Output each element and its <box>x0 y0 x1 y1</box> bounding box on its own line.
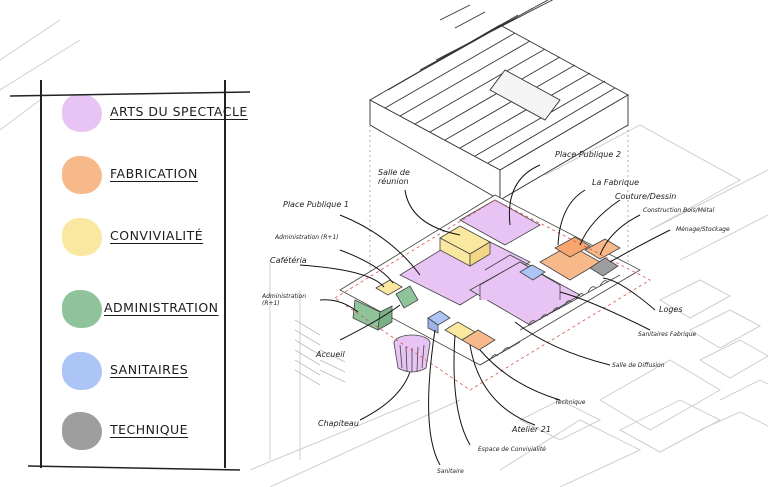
legend-item-arts-du-spectacle: ARTS DU SPECTACLE <box>42 94 247 134</box>
label-la-fabrique: La Fabrique <box>592 178 640 187</box>
legend-swatch-arts <box>62 94 102 132</box>
legend-label-technique: TECHNIQUE <box>110 422 189 437</box>
background-context-lines <box>0 19 768 487</box>
legend-label-fabrication: FABRICATION <box>110 166 198 181</box>
label-loges: Loges <box>659 305 683 314</box>
legend-label-administration: ADMINISTRATION <box>104 300 219 315</box>
ground-floor <box>294 194 641 386</box>
label-place-publique-1: Place Publique 1 <box>283 200 349 209</box>
leader-lines <box>299 164 671 466</box>
legend-swatch-fabrication <box>62 156 102 194</box>
legend-label-sanitaires: SANITAIRES <box>110 362 189 377</box>
legend-item-technique: TECHNIQUE <box>42 412 242 452</box>
legend-swatch-convivialite <box>62 218 102 256</box>
label-menage: Ménage/Stockage <box>676 226 730 233</box>
label-atelier: Atelier 21 <box>512 425 551 434</box>
legend-swatch-administration <box>62 290 102 328</box>
label-accueil: Accueil <box>316 350 345 359</box>
legend-label-arts: ARTS DU SPECTACLE <box>110 104 248 119</box>
label-administration-r1: Administration (R+1) <box>275 234 339 241</box>
label-salle-diffusion: Salle de Diffusion <box>612 362 665 369</box>
legend-item-fabrication: FABRICATION <box>42 156 242 196</box>
label-chapiteau: Chapiteau <box>318 419 359 428</box>
legend-item-sanitaires: SANITAIRES <box>42 352 242 392</box>
legend-swatch-sanitaires <box>62 352 102 390</box>
legend-swatch-technique <box>62 412 102 450</box>
site-boundary <box>334 199 651 391</box>
legend-item-convivialite: CONVIVIALITÉ <box>42 218 242 258</box>
legend-item-administration: ADMINISTRATION <box>42 290 242 330</box>
label-espace-convivialite: Espace de Convivialité <box>478 446 546 453</box>
label-sanitaires-fabrique: Sanitaires Fabrique <box>638 331 697 338</box>
label-construction: Construction Bois/Métal <box>643 207 715 214</box>
label-couture: Couture/Dessin <box>615 192 677 201</box>
legend: ARTS DU SPECTACLE FABRICATION CONVIVIALI… <box>40 80 247 468</box>
label-sanitaire: Sanitaire <box>437 468 464 475</box>
label-place-publique-2: Place Publique 2 <box>555 150 621 159</box>
label-administration-r1-b: Administration (R+1) <box>262 293 307 307</box>
roof-structure <box>369 0 629 201</box>
label-cafeteria: Cafétéria <box>270 256 307 265</box>
label-salle-reunion: Salle de réunion <box>378 168 410 186</box>
label-technique: Technique <box>555 399 586 406</box>
legend-label-convivialite: CONVIVIALITÉ <box>110 228 204 243</box>
